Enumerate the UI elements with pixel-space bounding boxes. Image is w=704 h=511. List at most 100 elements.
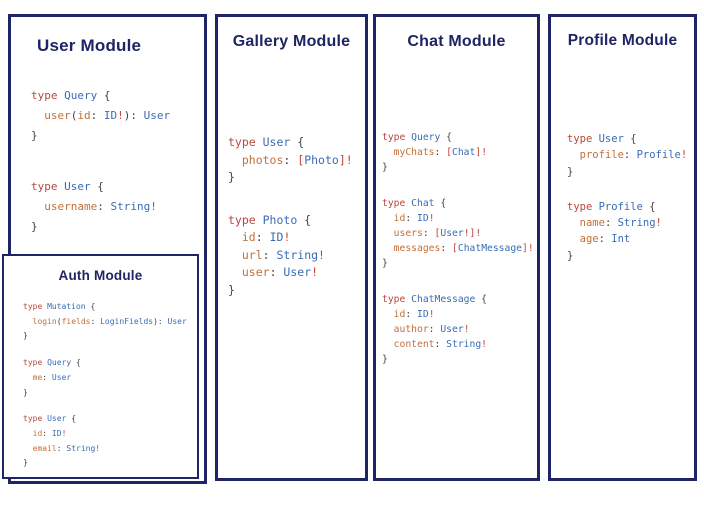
code-token: type: [382, 132, 412, 143]
code-token: LoginFields: [100, 316, 154, 326]
code-token: User: [440, 324, 464, 336]
code-token: content: [393, 339, 435, 351]
code-token: Query: [64, 89, 104, 102]
code-token: :: [97, 200, 111, 213]
code-token: :: [405, 212, 418, 224]
code-line: id: ID!: [382, 211, 534, 226]
code-token: ID: [269, 230, 284, 244]
code-token: !: [680, 149, 688, 162]
code-token: !: [463, 324, 470, 336]
code-token: [: [446, 147, 453, 159]
code-token: Photo: [304, 152, 339, 167]
code-token: [: [297, 152, 305, 167]
code-token: user: [241, 265, 270, 279]
code-line: type Chat {: [382, 196, 534, 211]
code-token: [382, 213, 394, 224]
code-token: String: [617, 217, 656, 230]
code-token: :: [262, 247, 277, 262]
code-token: !: [311, 265, 319, 279]
code-line: }: [228, 282, 353, 300]
code-token: Chat: [452, 147, 476, 159]
code-line: }: [382, 256, 534, 271]
code-token: User: [143, 109, 171, 122]
panel-gallery-module: Gallery Module type User { photos: [Phot…: [215, 14, 368, 481]
code-token: {: [649, 200, 656, 213]
code-token: [: [452, 243, 458, 255]
code-line: }: [567, 248, 687, 264]
code-token: {: [103, 89, 111, 102]
code-token: }: [567, 165, 574, 178]
code-token: !: [655, 217, 662, 230]
code-token: }: [228, 282, 235, 297]
code-line: name: String!: [567, 215, 687, 231]
code-line: }: [382, 352, 534, 367]
code-token: }: [228, 170, 235, 184]
code-token: :: [598, 233, 612, 246]
gallery-module-title: Gallery Module: [232, 33, 351, 50]
code-token: ):: [123, 109, 144, 122]
code-token: :: [42, 372, 52, 382]
code-line: username: String!: [31, 197, 170, 217]
code-token: [31, 200, 44, 213]
code-token: id: [393, 212, 406, 224]
code-line: users: [User!]!: [382, 226, 534, 241]
code-token: String: [66, 443, 96, 453]
code-token: User: [47, 414, 72, 424]
code-token: :: [434, 147, 447, 159]
code-token: {: [440, 197, 447, 209]
code-token: ]!: [475, 147, 488, 159]
code-line: url: String!: [228, 247, 353, 265]
code-token: :: [440, 243, 453, 255]
code-line: profile: Profile!: [567, 147, 688, 163]
code-token: :: [255, 230, 270, 244]
code-token: User: [283, 265, 312, 279]
code-token: }: [382, 258, 388, 270]
code-token: (: [56, 316, 62, 326]
code-token: String: [110, 200, 151, 213]
code-token: }: [567, 249, 574, 262]
code-token: ):: [153, 316, 168, 326]
panel-auth-module: Auth Module type Mutation { login(fields…: [2, 254, 199, 479]
code-token: }: [31, 220, 38, 233]
code-token: !: [318, 247, 325, 262]
code-token: type: [23, 358, 48, 368]
code-line: }: [23, 456, 187, 471]
code-token: type: [23, 414, 48, 424]
code-line: type User {: [23, 412, 187, 427]
code-token: ID: [417, 308, 429, 320]
code-token: {: [97, 180, 104, 193]
code-line: myChats: [Chat]!: [382, 145, 534, 160]
code-line: author: User!: [382, 322, 534, 337]
code-block: type User { profile: Profile!}: [567, 131, 687, 180]
code-token: {: [76, 358, 81, 368]
code-line: type User {: [567, 131, 687, 147]
code-token: [567, 149, 580, 161]
code-token: Photo: [262, 212, 305, 227]
code-token: user: [44, 109, 71, 122]
code-line: type Query {: [382, 130, 534, 145]
code-token: [228, 248, 242, 262]
code-token: url: [241, 247, 263, 262]
code-token: ID: [103, 109, 118, 122]
code-token: !: [95, 443, 101, 453]
code-token: :: [269, 265, 284, 279]
code-token: type: [382, 197, 412, 209]
code-line: }: [228, 169, 353, 187]
panel-profile-module: Profile Module type User { profile: Prof…: [548, 14, 697, 481]
code-token: !: [428, 212, 435, 224]
code-token: [23, 429, 33, 438]
code-token: }: [23, 387, 28, 397]
profile-module-title: Profile Module: [567, 32, 678, 49]
code-line: messages: [ChatMessage]!: [382, 241, 534, 256]
code-line: }: [23, 386, 187, 401]
code-token: [567, 233, 580, 245]
gallery-module-code: type User { photos: [Photo]!}type Photo …: [228, 134, 353, 324]
code-token: }: [23, 331, 28, 341]
code-token: photos: [241, 152, 284, 167]
code-line: type Photo {: [228, 212, 353, 230]
code-token: [567, 217, 580, 229]
code-line: photos: [Photo]!: [228, 152, 353, 170]
code-token: [23, 317, 33, 326]
code-token: [382, 243, 394, 254]
